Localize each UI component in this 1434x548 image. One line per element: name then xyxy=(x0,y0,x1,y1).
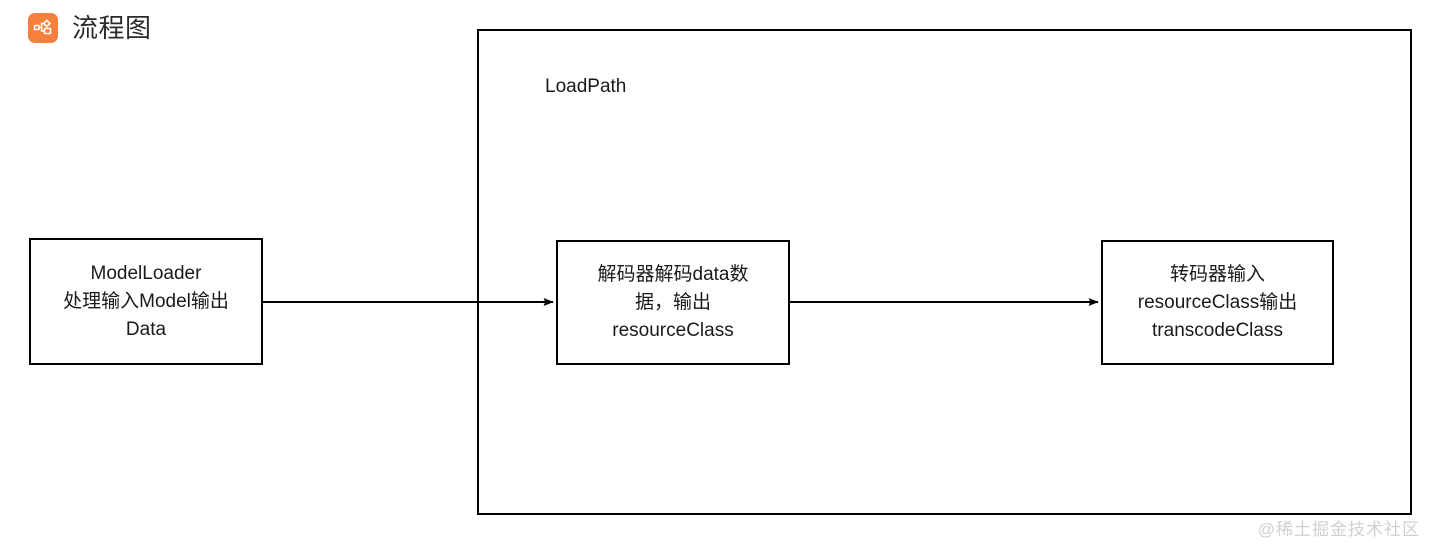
flowchart-icon xyxy=(28,13,58,43)
group-container-loadpath[interactable]: LoadPath xyxy=(477,29,1412,515)
node-transcoder-label: 转码器输入 resourceClass输出 transcodeClass xyxy=(1137,263,1298,341)
node-decoder[interactable]: 解码器解码data数 据，输出 resourceClass xyxy=(556,240,790,365)
node-modelloader[interactable]: ModelLoader 处理输入Model输出 Data xyxy=(29,238,263,365)
page-header: 流程图 xyxy=(28,13,152,43)
watermark: @稀土掘金技术社区 xyxy=(1257,520,1420,539)
node-transcoder[interactable]: 转码器输入 resourceClass输出 transcodeClass xyxy=(1101,240,1334,365)
node-modelloader-label: ModelLoader 处理输入Model输出 Data xyxy=(63,262,229,340)
node-decoder-label: 解码器解码data数 据，输出 resourceClass xyxy=(597,263,749,341)
group-label-loadpath: LoadPath xyxy=(545,76,627,97)
page-title: 流程图 xyxy=(72,13,152,43)
